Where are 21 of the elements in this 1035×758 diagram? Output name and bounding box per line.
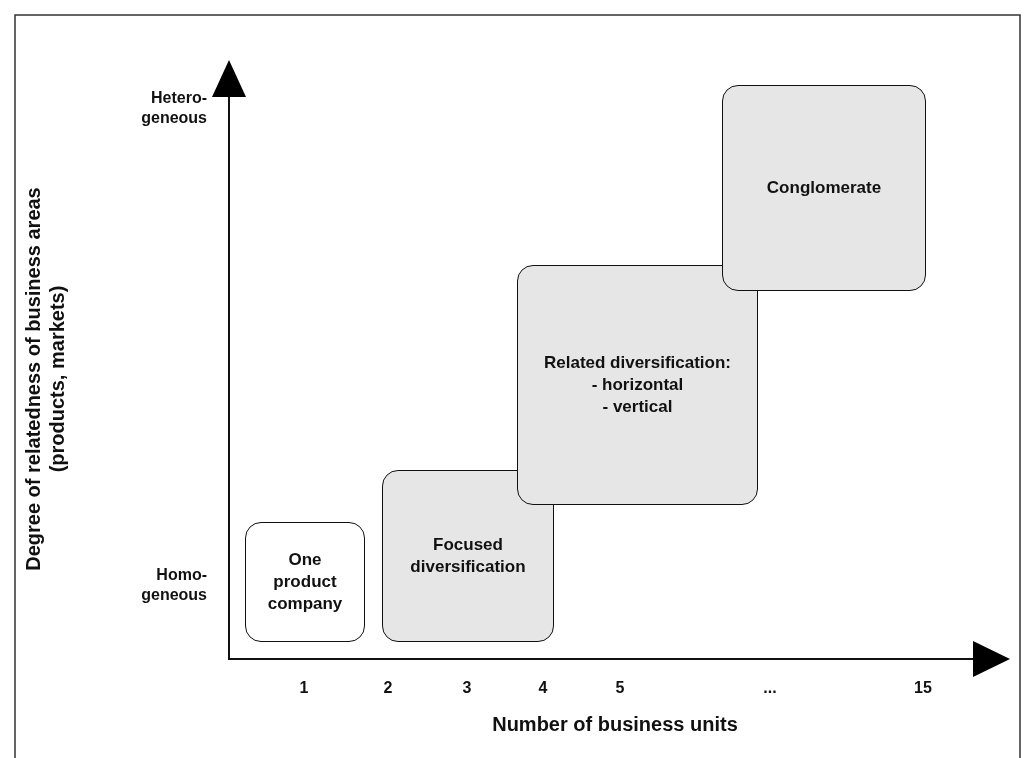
tick-label: 2 [382,678,394,698]
box-label: - horizontal [591,374,684,396]
tick-label: 1 [298,678,310,698]
tick-label: 3 [461,678,473,698]
strategy-box [722,85,926,291]
tick-label: ... [762,678,778,698]
strategy-box [245,522,365,642]
box-label: One product company [266,549,344,615]
axis-end-label: Hetero-geneous [140,88,207,128]
axis-title: Number of business units [491,712,739,736]
strategy-box [517,265,758,505]
box-label: Conglomerate [766,177,882,199]
tick-label: 15 [913,678,933,698]
box-label: Focused diversification [409,534,527,578]
box-label: - vertical [602,396,673,418]
strategy-box [382,470,554,642]
box-label: Related diversification: [543,352,732,374]
tick-label: 5 [614,678,626,698]
tick-label: 4 [537,678,549,698]
axis-end-label: Homo-geneous [140,565,207,605]
axis-title: Degree of relatedness of business areas (products, markets) [21,186,69,573]
